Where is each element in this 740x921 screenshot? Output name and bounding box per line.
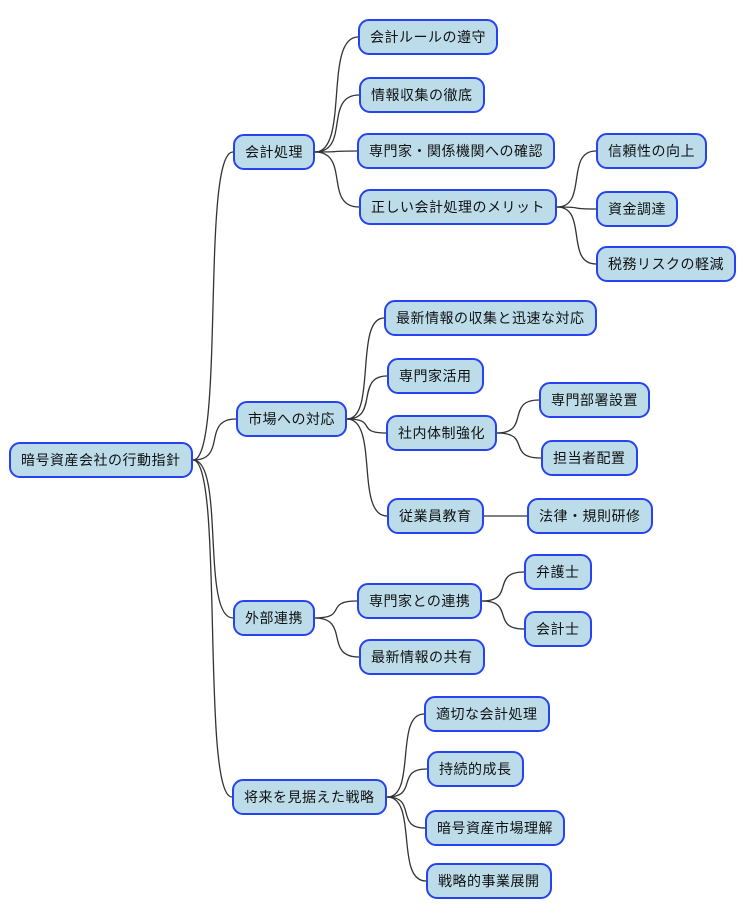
mindmap-node-external-collaboration[interactable]: 外部連携 [233,600,315,636]
connector-root-to-market-response [192,418,237,461]
connector-external-collaboration-to-latest-info-sharing [314,617,360,658]
mindmap-node-latest-info-sharing[interactable]: 最新情報の共有 [359,639,485,675]
mindmap-node-tax-risk-reduction[interactable]: 税務リスクの軽減 [596,246,736,282]
mindmap-node-sustainable-growth[interactable]: 持続的成長 [427,751,524,787]
connector-future-strategy-to-crypto-market-understanding [386,796,426,829]
connector-accounting-to-info-gathering [314,94,360,153]
connector-future-strategy-to-proper-accounting [386,713,425,798]
mindmap-node-accountant[interactable]: 会計士 [524,611,592,647]
mindmap-node-strategic-expansion[interactable]: 戦略的事業展開 [426,863,552,899]
mindmap-node-rule-compliance[interactable]: 会計ルールの遵守 [358,19,498,55]
mindmap-node-expert-utilization[interactable]: 専門家活用 [387,358,484,394]
connector-market-response-to-latest-info-response [346,317,385,420]
connector-market-response-to-expert-utilization [346,375,388,420]
mindmap-node-staff-assignment[interactable]: 担当者配置 [541,440,638,476]
connector-correct-accounting-merits-to-reliability-improvement [556,150,597,208]
mindmap-node-expert-collaboration[interactable]: 専門家との連携 [357,583,483,619]
mindmap-node-accounting[interactable]: 会計処理 [233,134,315,170]
mindmap-node-future-strategy[interactable]: 将来を見据えた戦略 [232,779,387,815]
mindmap-node-crypto-market-understanding[interactable]: 暗号資産市場理解 [425,810,565,846]
mindmap-node-market-response[interactable]: 市場への対応 [236,401,347,437]
mindmap-node-expert-confirmation[interactable]: 専門家・関係機関への確認 [357,133,555,169]
mindmap-node-latest-info-response[interactable]: 最新情報の収集と迅速な対応 [384,300,597,336]
connector-accounting-to-correct-accounting-merits [314,151,360,208]
connector-future-strategy-to-sustainable-growth [386,768,428,798]
connector-market-response-to-employee-education [346,418,388,517]
connector-root-to-external-collaboration [192,459,234,619]
mindmap-node-root[interactable]: 暗号資産会社の行動指針 [9,442,193,478]
mindmap-node-employee-education[interactable]: 従業員教育 [387,498,484,534]
connector-future-strategy-to-strategic-expansion [386,796,427,882]
mindmap-node-dedicated-department[interactable]: 専門部署設置 [539,382,650,418]
connector-external-collaboration-to-expert-collaboration [314,600,358,619]
mindmap-node-internal-structure[interactable]: 社内体制強化 [386,415,497,451]
mindmap-node-fundraising[interactable]: 資金調達 [596,191,678,227]
connector-internal-structure-to-staff-assignment [496,432,542,459]
mindmap-node-info-gathering[interactable]: 情報収集の徹底 [359,77,485,113]
connector-correct-accounting-merits-to-fundraising [556,206,597,210]
mindmap-node-lawyer[interactable]: 弁護士 [524,554,592,590]
connector-expert-collaboration-to-lawyer [481,571,525,602]
connector-accounting-to-expert-confirmation [314,150,358,153]
connector-correct-accounting-merits-to-tax-risk-reduction [556,206,597,265]
mindmap-node-correct-accounting-merits[interactable]: 正しい会計処理のメリット [359,189,557,225]
connector-accounting-to-rule-compliance [314,36,359,153]
mindmap-node-reliability-improvement[interactable]: 信頼性の向上 [596,133,707,169]
connector-market-response-to-internal-structure [346,418,387,434]
mindmap-node-proper-accounting[interactable]: 適切な会計処理 [424,696,550,732]
connector-expert-collaboration-to-accountant [481,600,525,630]
connector-root-to-accounting [192,151,234,461]
connector-root-to-future-strategy [192,459,233,798]
mindmap-node-law-rule-training[interactable]: 法律・規則研修 [527,498,653,534]
connector-internal-structure-to-dedicated-department [496,399,540,434]
